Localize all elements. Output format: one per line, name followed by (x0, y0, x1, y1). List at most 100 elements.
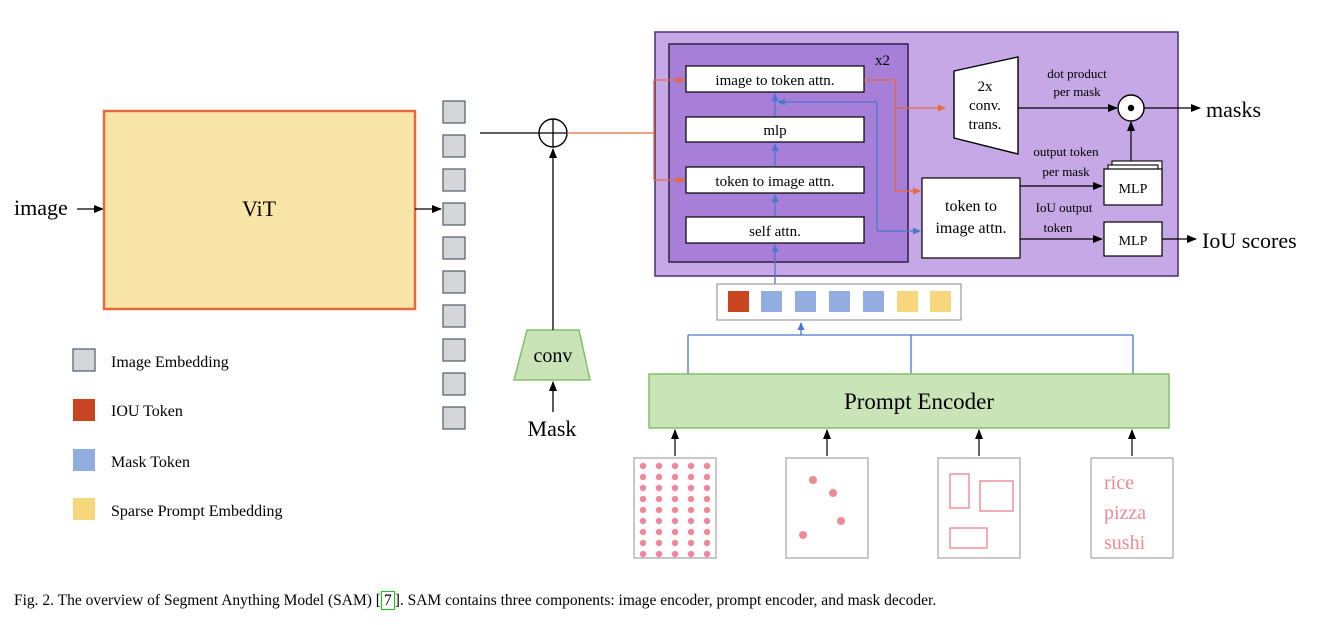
point-marker (829, 489, 837, 497)
sparse-prompt-token (930, 291, 951, 312)
text-prompt (1090, 457, 1174, 559)
grid-dot (703, 495, 711, 503)
conv-trans-line-2: conv. (969, 98, 1001, 114)
final-token-to-image-attn-box (921, 177, 1021, 259)
mlp-bottom-label: MLP (1119, 234, 1148, 249)
grid-dot (671, 550, 679, 558)
grid-dot (703, 539, 711, 547)
masks-output-label: masks (1206, 97, 1261, 122)
embedding-cell (442, 338, 466, 362)
token-to-image-attn-label: token to image attn. (715, 174, 834, 190)
conv-trans-block (953, 56, 1019, 155)
conv-trans-line-3: trans. (969, 117, 1002, 133)
mlp-top-label: MLP (1119, 182, 1148, 197)
mlp-layer-box (685, 116, 865, 143)
grid-dot (703, 517, 711, 525)
grid-dot (687, 495, 695, 503)
mask-token (829, 291, 850, 312)
grid-dot (671, 473, 679, 481)
embed-to-t2i-arrow (653, 133, 685, 184)
embedding-cell (442, 202, 466, 226)
output-token-label-1: output token (1033, 144, 1099, 159)
vit-block (102, 109, 417, 311)
grid-dot (655, 517, 663, 525)
grid-dot (671, 517, 679, 525)
sparse-prompt-token (897, 291, 918, 312)
embedding-cell (442, 134, 466, 158)
legend-swatch-sparse-prompt (73, 498, 95, 520)
grid-dot (655, 539, 663, 547)
grid-dot (687, 462, 695, 470)
grid-dot (687, 550, 695, 558)
grid-dots (639, 462, 711, 558)
text-prompt-word: rice (1104, 472, 1134, 494)
iou-output-label-1: IoU output (1036, 200, 1093, 215)
grid-dot (687, 517, 695, 525)
output-token-label-2: per mask (1042, 164, 1090, 179)
token-to-image-attn-box (685, 166, 865, 194)
tokens-loop-arrow (777, 98, 878, 231)
mlp-layer-label: mlp (763, 123, 786, 139)
self-attn-box (685, 216, 865, 244)
decoder-repeat-label: x2 (875, 53, 890, 69)
legend-swatch-iou-token (73, 399, 95, 421)
embedding-cell (442, 168, 466, 192)
vit-label: ViT (242, 196, 277, 221)
conv-label: conv (534, 345, 573, 367)
grid-dot (639, 506, 647, 514)
image-embedding-column (442, 100, 466, 430)
figure-caption: Fig. 2. The overview of Segment Anything… (14, 591, 1314, 610)
mask-input-label: Mask (528, 416, 577, 441)
embed-to-i2t-arrow (653, 76, 685, 133)
mask-token (761, 291, 782, 312)
grid-dot (703, 528, 711, 536)
sparse-points-prompt (785, 457, 869, 559)
grid-dot (703, 484, 711, 492)
grid-dot (671, 495, 679, 503)
embedding-cell (442, 406, 466, 430)
grid-dot (671, 506, 679, 514)
grid-dot (703, 506, 711, 514)
image-to-token-attn-label: image to token attn. (715, 73, 834, 89)
legend-label-sparse-prompt: Sparse Prompt Embedding (111, 503, 283, 520)
caption-suffix: ]. SAM contains three components: image … (394, 592, 937, 609)
grid-dot (639, 473, 647, 481)
grid-dot (703, 462, 711, 470)
iou-scores-output-label: IoU scores (1202, 228, 1297, 253)
grid-dot (639, 495, 647, 503)
mlp-bottom-box (1103, 221, 1163, 257)
grid-dot (671, 539, 679, 547)
image-to-final-attn-arrow (894, 108, 921, 195)
grid-dot (639, 550, 647, 558)
grid-dot (687, 539, 695, 547)
box-marker (949, 473, 970, 509)
grid-dot (687, 506, 695, 514)
grid-dot (703, 473, 711, 481)
grid-dot (655, 484, 663, 492)
grid-dot (671, 528, 679, 536)
mlp-top-box (1103, 168, 1163, 206)
final-attn-line-2: image attn. (935, 220, 1006, 237)
dot-product-label-2: per mask (1053, 84, 1101, 99)
grid-dot (655, 495, 663, 503)
embedding-cell (442, 270, 466, 294)
legend-label-image-embedding: Image Embedding (111, 354, 229, 371)
box-marker (949, 527, 988, 549)
grid-dot (639, 462, 647, 470)
grid-dot (655, 473, 663, 481)
iou-token (728, 291, 749, 312)
text-prompt-word: pizza (1104, 502, 1146, 524)
legend-label-iou-token: IOU Token (111, 403, 183, 420)
legend-label-mask-token: Mask Token (111, 454, 190, 471)
box-marker (979, 480, 1014, 512)
grid-dot (639, 484, 647, 492)
legend-swatch-mask-token (73, 449, 95, 471)
final-attn-line-1: token to (945, 198, 997, 215)
prompt-encoder-label: Prompt Encoder (844, 389, 994, 414)
mask-token (795, 291, 816, 312)
dot-product-center (1127, 104, 1135, 112)
embedding-cell (442, 304, 466, 328)
grid-dot (671, 484, 679, 492)
citation-link[interactable]: 7 (380, 591, 395, 610)
